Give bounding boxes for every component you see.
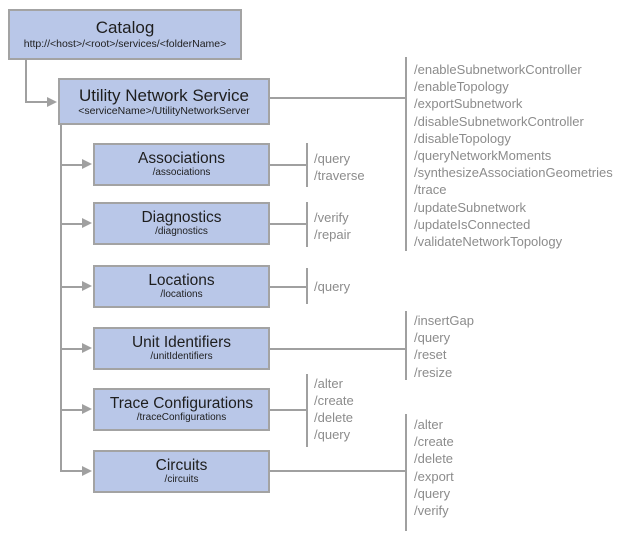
node-catalog-url: http://<host>/<root>/services/<folderNam… <box>23 38 227 51</box>
ops-bracket-line <box>306 202 308 247</box>
operation-item: /synthesizeAssociationGeometries <box>414 165 613 181</box>
connector-line <box>270 163 307 166</box>
connector-line <box>270 285 307 288</box>
operation-item: /enableTopology <box>414 79 509 95</box>
operation-item: /query <box>414 485 451 501</box>
node-diagnostics: Diagnostics /diagnostics <box>93 202 270 245</box>
ops-list-locations: /query <box>314 278 350 295</box>
node-trace-configurations: Trace Configurations /traceConfiguration… <box>93 388 270 431</box>
node-path: /circuits <box>164 474 199 486</box>
connector-line <box>60 163 83 166</box>
node-path: /unitIdentifiers <box>150 351 213 363</box>
connector-line <box>60 125 62 472</box>
connector-line <box>270 408 307 411</box>
ops-list-service: /enableSubnetworkController /enableTopol… <box>414 61 613 250</box>
operation-item: /insertGap <box>414 313 474 328</box>
node-title: Associations <box>137 150 225 168</box>
connector-line <box>60 285 83 288</box>
operation-item: /create <box>314 393 354 408</box>
operation-item: /trace <box>414 182 447 198</box>
operation-item: /repair <box>314 227 351 242</box>
node-circuits: Circuits /circuits <box>93 450 270 493</box>
arrow-right-icon <box>82 218 92 228</box>
operation-item: /exportSubnetwork <box>414 96 523 112</box>
operation-item: /disableTopology <box>414 130 511 146</box>
node-path: /locations <box>160 289 203 301</box>
node-title: Circuits <box>155 457 208 475</box>
arrow-right-icon <box>82 281 92 291</box>
operation-item: /resize <box>414 364 453 380</box>
ops-list-associations: /query /traverse <box>314 150 365 184</box>
ops-list-trace-configurations: /alter /create /delete /query <box>314 375 354 443</box>
operation-item: /disableSubnetworkController <box>414 113 584 129</box>
connector-line <box>270 97 406 99</box>
node-associations: Associations /associations <box>93 143 270 186</box>
node-utility-network-service: Utility Network Service <serviceName>/Ut… <box>58 78 270 125</box>
operation-item: /traverse <box>314 168 365 183</box>
operation-item: /alter <box>414 417 443 432</box>
connector-line <box>60 470 83 472</box>
operation-item: /verify <box>414 503 449 519</box>
node-catalog-title: Catalog <box>95 18 155 38</box>
operation-item: /query <box>414 330 451 346</box>
arrow-right-icon <box>82 404 92 414</box>
arrow-right-icon <box>47 96 57 107</box>
connector-line <box>60 347 83 350</box>
operation-item: /create <box>414 434 454 450</box>
node-title: Diagnostics <box>141 209 222 227</box>
operation-item: /updateIsConnected <box>414 216 531 232</box>
operation-item: /enableSubnetworkController <box>414 62 582 77</box>
operation-item: /delete <box>314 410 354 425</box>
ops-bracket-line <box>405 57 407 251</box>
ops-bracket-line <box>306 268 308 304</box>
node-service-title: Utility Network Service <box>78 85 250 105</box>
ops-bracket-line <box>306 374 308 447</box>
connector-line <box>270 470 406 472</box>
connector-line <box>60 408 83 411</box>
operation-item: /export <box>414 468 454 484</box>
node-path: /associations <box>152 167 211 179</box>
connector-line <box>25 59 27 103</box>
node-path: /diagnostics <box>155 226 208 238</box>
operation-item: /updateSubnetwork <box>414 199 527 215</box>
node-path: /traceConfigurations <box>136 412 227 424</box>
connector-line <box>25 101 48 103</box>
node-title: Trace Configurations <box>109 395 254 413</box>
ops-list-diagnostics: /verify /repair <box>314 209 351 243</box>
node-service-path: <serviceName>/UtilityNetworkServer <box>78 104 250 117</box>
node-title: Locations <box>148 272 215 290</box>
node-locations: Locations /locations <box>93 265 270 308</box>
ops-list-unit-identifiers: /insertGap /query /reset /resize <box>414 312 474 381</box>
arrow-right-icon <box>82 159 92 169</box>
node-title: Unit Identifiers <box>131 334 232 352</box>
operation-item: /query <box>314 151 351 166</box>
operation-item: /reset <box>414 347 447 363</box>
ops-bracket-line <box>405 414 407 531</box>
connector-line <box>60 222 83 225</box>
ops-bracket-line <box>306 143 308 187</box>
ops-bracket-line <box>405 311 407 380</box>
operation-item: /alter <box>314 376 343 391</box>
node-unit-identifiers: Unit Identifiers /unitIdentifiers <box>93 327 270 370</box>
operation-item: /query <box>314 279 351 294</box>
operation-item: /validateNetworkTopology <box>414 234 563 250</box>
arrow-right-icon <box>82 343 92 353</box>
connector-line <box>270 222 307 225</box>
operation-item: /query <box>314 427 351 442</box>
arrow-right-icon <box>82 465 92 476</box>
node-catalog: Catalog http://<host>/<root>/services/<f… <box>8 9 242 60</box>
operation-item: /verify <box>314 210 349 225</box>
ops-list-circuits: /alter /create /delete /export /query /v… <box>414 416 454 519</box>
operation-item: /delete <box>414 451 454 467</box>
operation-item: /queryNetworkMoments <box>414 148 552 164</box>
connector-line <box>270 347 406 350</box>
